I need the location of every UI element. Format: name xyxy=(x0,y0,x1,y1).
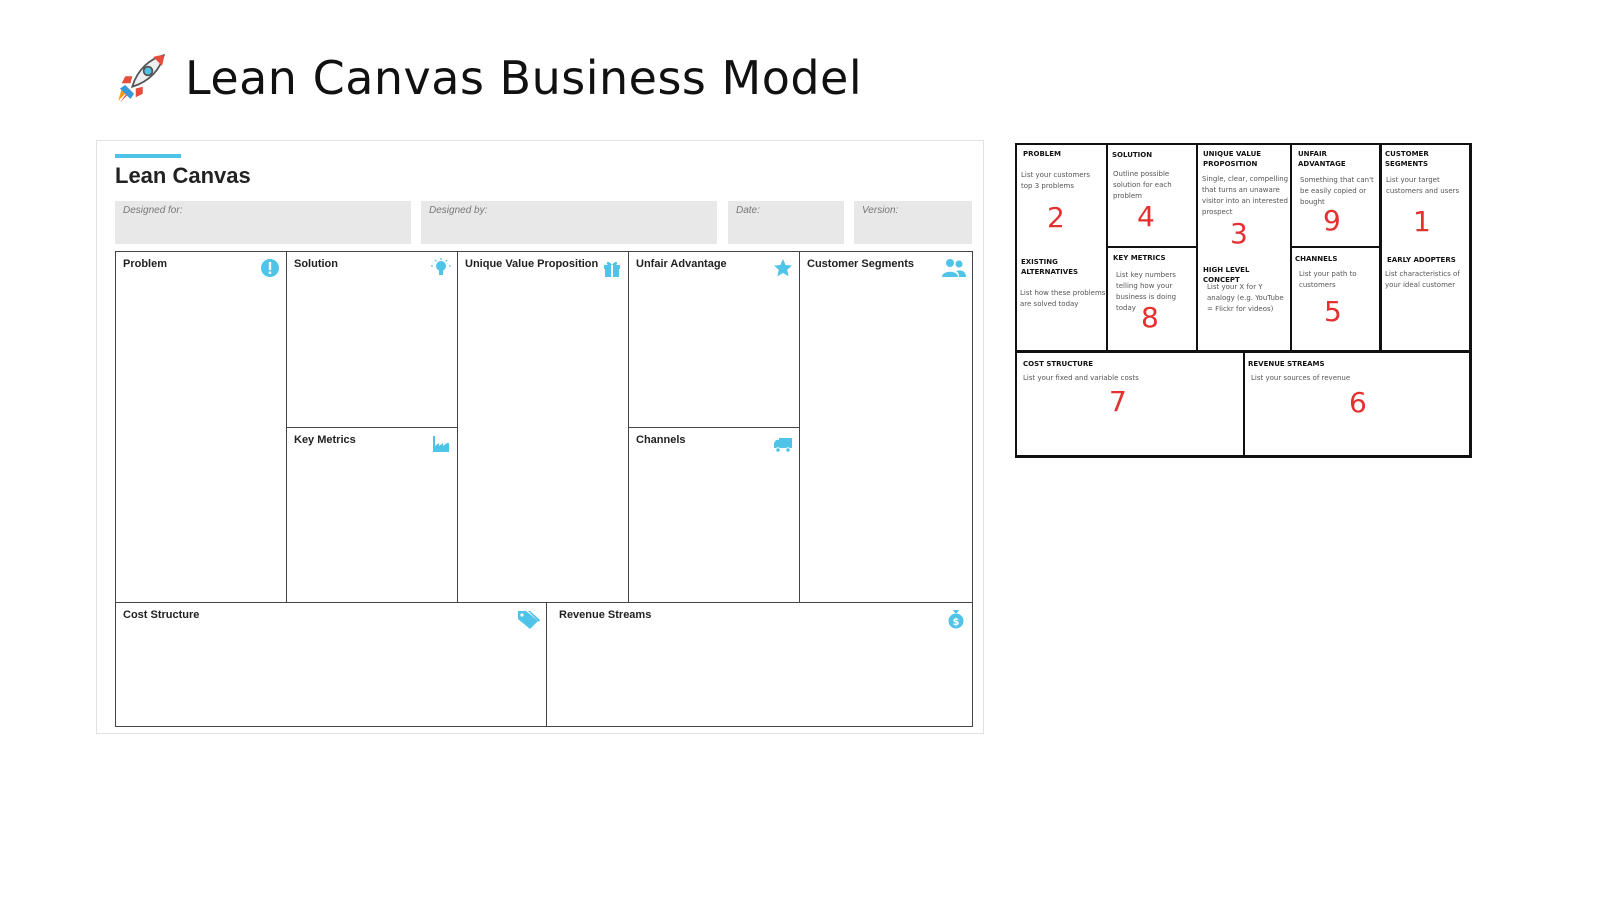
lean-canvas-sketch: PROBLEM List your customers top 3 proble… xyxy=(1015,143,1472,458)
exclamation-icon xyxy=(261,259,279,277)
lean-canvas-template: Lean Canvas Designed for: Designed by: D… xyxy=(96,140,984,734)
sketch-existing-heading: EXISTING ALTERNATIVES xyxy=(1021,258,1079,276)
sketch-adopters-text: List characteristics of your ideal custo… xyxy=(1385,270,1460,289)
sketch-channels-heading: CHANNELS xyxy=(1295,255,1338,263)
unfair-advantage-label: Unfair Advantage xyxy=(636,258,727,270)
customer-segments-label: Customer Segments xyxy=(807,258,914,270)
sketch-segments-text: List your target customers and users xyxy=(1386,176,1460,195)
star-icon xyxy=(774,259,792,277)
accent-line xyxy=(115,154,181,158)
version-field[interactable]: Version: xyxy=(854,201,972,244)
sketch-channels-number: 5 xyxy=(1324,295,1342,328)
cost-structure-cell[interactable]: Cost Structure xyxy=(115,602,547,727)
uvp-label: Unique Value Proposition xyxy=(465,258,599,270)
chart-icon xyxy=(433,436,449,452)
key-metrics-label: Key Metrics xyxy=(294,434,356,446)
sketch-unfair-number: 9 xyxy=(1323,204,1341,237)
sketch-uvp-text: Single, clear, compelling that turns an … xyxy=(1202,175,1289,216)
sketch-revenue-heading: REVENUE STREAMS xyxy=(1248,360,1325,368)
svg-text:$: $ xyxy=(953,617,960,628)
title-row: Lean Canvas Business Model xyxy=(113,48,862,108)
users-icon xyxy=(942,259,966,277)
sketch-problem-heading: PROBLEM xyxy=(1023,150,1062,158)
sketch-cost-heading: COST STRUCTURE xyxy=(1023,360,1093,368)
money-bag-icon: $ xyxy=(948,610,964,629)
sketch-solution-text: Outline possible solution for each probl… xyxy=(1113,170,1172,200)
customer-segments-cell[interactable]: Customer Segments xyxy=(799,251,973,603)
lightbulb-icon xyxy=(431,258,451,275)
sketch-problem-text: List your customers top 3 problems xyxy=(1021,171,1091,190)
sketch-metrics-text: List key numbers telling how your busine… xyxy=(1116,271,1177,312)
sketch-segments-number: 1 xyxy=(1413,205,1431,238)
solution-cell[interactable]: Solution xyxy=(286,251,458,428)
key-metrics-cell[interactable]: Key Metrics xyxy=(286,427,458,603)
sketch-segments-heading: CUSTOMER SEGMENTS xyxy=(1385,150,1429,168)
sketch-concept-heading: HIGH LEVEL CONCEPT xyxy=(1203,266,1250,284)
unfair-advantage-cell[interactable]: Unfair Advantage xyxy=(628,251,800,428)
page-title: Lean Canvas Business Model xyxy=(185,51,863,105)
sketch-cost-number: 7 xyxy=(1109,385,1127,418)
tags-icon xyxy=(518,611,540,629)
cost-structure-label: Cost Structure xyxy=(123,609,200,621)
sketch-solution-number: 4 xyxy=(1137,200,1155,233)
sketch-channels-text: List your path to customers xyxy=(1299,270,1357,289)
revenue-streams-label: Revenue Streams xyxy=(559,609,652,621)
sketch-unfair-text: Something that can't be easily copied or… xyxy=(1300,176,1374,206)
rocket-icon xyxy=(118,54,165,103)
sketch-uvp-number: 3 xyxy=(1230,217,1248,250)
sketch-solution-heading: SOLUTION xyxy=(1112,151,1153,159)
channels-label: Channels xyxy=(636,434,686,446)
gift-icon xyxy=(604,261,620,277)
sketch-metrics-heading: KEY METRICS xyxy=(1113,254,1166,262)
sketch-divider xyxy=(1290,246,1381,248)
sketch-existing-text: List how these problems are solved today xyxy=(1020,289,1106,308)
uvp-cell[interactable]: Unique Value Proposition xyxy=(457,251,629,603)
sketch-divider xyxy=(1243,350,1245,458)
sketch-uvp-heading: UNIQUE VALUE PROPOSITION xyxy=(1203,150,1262,168)
solution-label: Solution xyxy=(294,258,338,270)
designed-by-field[interactable]: Designed by: xyxy=(421,201,717,244)
sketch-metrics-number: 8 xyxy=(1141,301,1159,334)
revenue-streams-cell[interactable]: Revenue Streams $ xyxy=(546,602,973,727)
channels-cell[interactable]: Channels xyxy=(628,427,800,603)
sketch-revenue-number: 6 xyxy=(1349,386,1367,419)
sketch-concept-text: List your X for Y analogy (e.g. YouTube … xyxy=(1207,283,1284,313)
problem-cell[interactable]: Problem xyxy=(115,251,287,603)
sketch-unfair-heading: UNFAIR ADVANTAGE xyxy=(1298,150,1346,168)
date-field[interactable]: Date: xyxy=(728,201,844,244)
designed-for-field[interactable]: Designed for: xyxy=(115,201,411,244)
sketch-problem-number: 2 xyxy=(1047,201,1065,234)
truck-icon xyxy=(774,438,792,453)
lean-canvas-title: Lean Canvas xyxy=(115,163,251,188)
sketch-divider xyxy=(1106,246,1198,248)
sketch-revenue-text: List your sources of revenue xyxy=(1251,374,1351,382)
sketch-cost-text: List your fixed and variable costs xyxy=(1023,374,1139,382)
problem-label: Problem xyxy=(123,258,168,270)
sketch-adopters-heading: EARLY ADOPTERS xyxy=(1387,256,1456,264)
